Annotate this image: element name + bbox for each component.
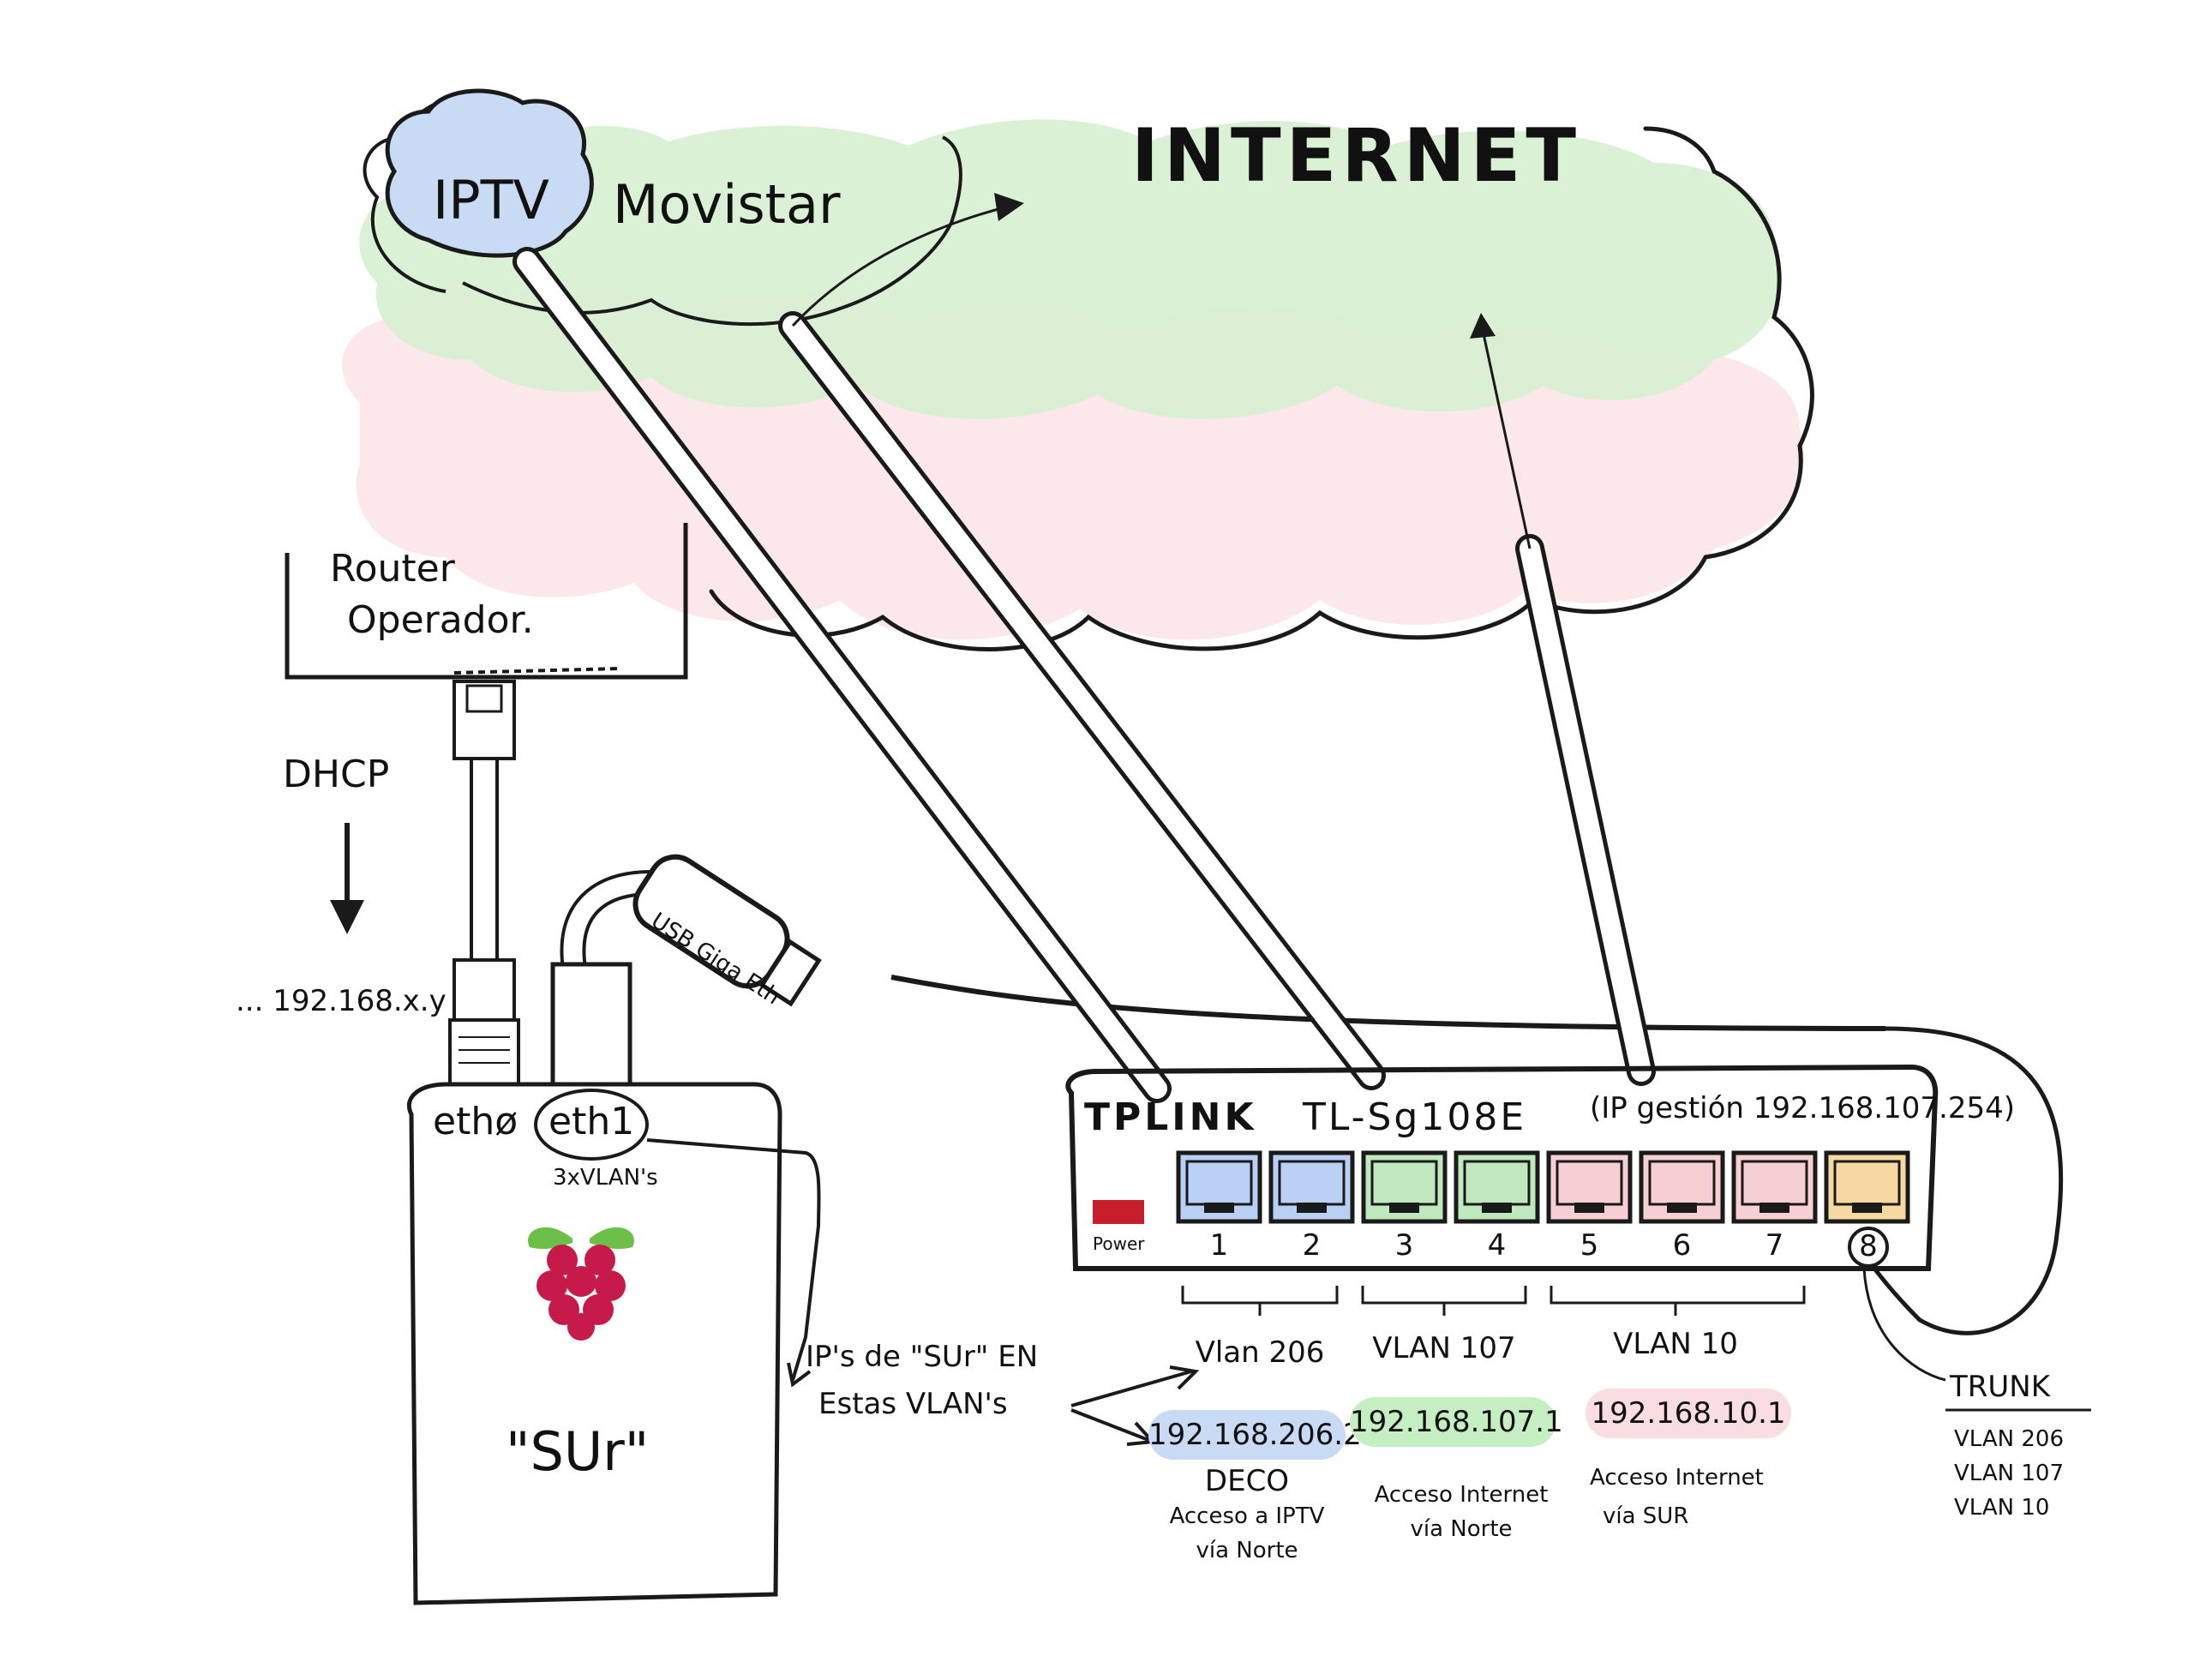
dhcp-assigned-ip: ... 192.168.x.y [236, 984, 447, 1018]
switch-port-6 [1639, 1150, 1725, 1224]
switch-mgmt-ip: (IP gestión 192.168.107.254) [1590, 1091, 2016, 1125]
vlan-tubes [513, 193, 1656, 1103]
port-8-marker [1848, 1227, 1946, 1382]
annotation-line1: IP's de "SUr" EN [806, 1340, 1039, 1374]
power-label: Power [1093, 1233, 1145, 1254]
vlan-206-desc1: DECO [1204, 1464, 1290, 1498]
router-to-eth0-cable [448, 680, 520, 1086]
vlan-206-ip: 192.168.206.2 [1148, 1410, 1362, 1460]
port-number-7: 7 [1765, 1228, 1784, 1263]
trunk-vlan-1: VLAN 206 [1954, 1426, 2064, 1452]
vlan-206-desc3: vía Norte [1196, 1538, 1298, 1563]
eth0-label: ethø [433, 1100, 519, 1143]
iptv-bubble [385, 88, 594, 258]
switch-port-1 [1176, 1150, 1262, 1224]
port-number-5: 5 [1580, 1228, 1599, 1263]
eth1-circle [534, 1089, 649, 1161]
internet-label: INTERNET [1131, 113, 1581, 199]
switch-port-8 [1824, 1150, 1910, 1224]
dhcp-arrow [330, 823, 364, 934]
internet-cloud [342, 95, 1814, 651]
dhcp-label: DHCP [283, 753, 390, 796]
vlan-count-note: 3xVLAN's [553, 1165, 658, 1191]
switch-body [1065, 1064, 1939, 1271]
switch-port-2 [1268, 1150, 1355, 1224]
vlan-brackets [1181, 1286, 1806, 1316]
annotation-line2: Estas VLAN's [818, 1387, 1008, 1421]
pi-host-name: "SUr" [506, 1420, 650, 1483]
vlan-107-desc1: Acceso Internet [1374, 1482, 1549, 1508]
vlan-107-ip: 192.168.107.1 [1350, 1397, 1563, 1447]
vlan-10-desc1: Acceso Internet [1590, 1465, 1764, 1491]
vlan-10-desc2: vía SUR [1603, 1503, 1689, 1529]
iptv-label: IPTV [433, 169, 549, 231]
switch-ports [1176, 1150, 1910, 1224]
provider-label: Movistar [613, 173, 841, 236]
switch-brand: TPLINK [1084, 1095, 1257, 1139]
router-label-line2: Operador. [347, 598, 534, 642]
eth1-annotation-line [646, 1138, 821, 1388]
trunk-label: TRUNK [1950, 1370, 2051, 1404]
eth1-label: eth1 [548, 1100, 635, 1143]
usb-ethernet-adapter [550, 854, 2064, 1335]
port-number-3: 3 [1394, 1228, 1414, 1263]
switch-port-7 [1731, 1150, 1818, 1224]
vlan-10-ip: 192.168.10.1 [1586, 1389, 1791, 1438]
trunk-vlan-3: VLAN 10 [1954, 1495, 2050, 1521]
port-number-8: 8 [1859, 1229, 1878, 1263]
switch-port-5 [1546, 1150, 1633, 1224]
vlan-206-desc2: Acceso a IPTV [1169, 1503, 1325, 1529]
switch-port-3 [1361, 1150, 1448, 1224]
raspberry-logo-icon [528, 1227, 634, 1341]
port-number-2: 2 [1302, 1228, 1322, 1263]
vlan-10-name: VLAN 10 [1613, 1327, 1738, 1361]
switch-port-4 [1454, 1150, 1540, 1224]
port-number-4: 4 [1487, 1228, 1507, 1263]
router-label-line1: Router [330, 547, 455, 591]
cloud-green-layer [359, 119, 1780, 419]
raspberry-pi-box [407, 1082, 782, 1605]
vlan-107-desc2: vía Norte [1410, 1516, 1513, 1542]
operator-router [285, 523, 688, 680]
switch-model: TL-Sg108E [1303, 1095, 1527, 1139]
vlan-206-name: Vlan 206 [1195, 1335, 1325, 1370]
vlan-107-name: VLAN 107 [1372, 1331, 1516, 1365]
port-number-1: 1 [1209, 1228, 1229, 1263]
port-number-6: 6 [1672, 1228, 1692, 1263]
power-led [1093, 1200, 1144, 1224]
trunk-vlan-2: VLAN 107 [1954, 1461, 2064, 1486]
